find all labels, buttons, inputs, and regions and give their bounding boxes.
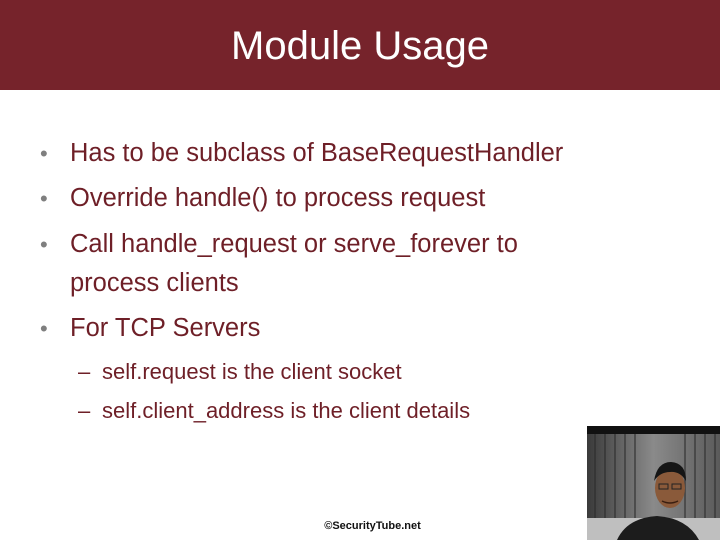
presenter-image bbox=[587, 426, 720, 540]
sub-bullet-item: – self.request is the client socket bbox=[78, 357, 402, 387]
dash-icon: – bbox=[78, 398, 91, 423]
presenter-video-feed bbox=[587, 426, 720, 540]
bullet-text: For TCP Servers bbox=[70, 314, 261, 342]
bullet-dot-icon: • bbox=[40, 316, 48, 341]
title-bar: Module Usage bbox=[0, 0, 720, 90]
sub-bullet-item: – self.client_address is the client deta… bbox=[78, 396, 471, 426]
bullet-item: • Call handle_request or serve_forever t… bbox=[40, 225, 518, 303]
bullet-text-line: Call handle_request or serve_forever to bbox=[70, 230, 518, 258]
copyright-footer: ©SecurityTube.net bbox=[324, 520, 421, 532]
bullet-item: • For TCP Servers bbox=[40, 309, 261, 348]
sub-bullet-text: self.request is the client socket bbox=[102, 359, 402, 384]
bullet-text: Override handle() to process request bbox=[70, 184, 486, 212]
bullet-dot-icon: • bbox=[40, 232, 48, 257]
bullet-text: Has to be subclass of BaseRequestHandler bbox=[70, 139, 564, 167]
slide-title: Module Usage bbox=[231, 24, 489, 68]
sub-bullet-text: self.client_address is the client detail… bbox=[102, 398, 471, 423]
bullet-dot-icon: • bbox=[40, 141, 48, 166]
dash-icon: – bbox=[78, 359, 91, 384]
bullet-item: • Override handle() to process request bbox=[40, 179, 486, 218]
bullet-text-line: process clients bbox=[70, 269, 239, 297]
bullet-item: • Has to be subclass of BaseRequestHandl… bbox=[40, 134, 564, 173]
bullet-dot-icon: • bbox=[40, 186, 48, 211]
